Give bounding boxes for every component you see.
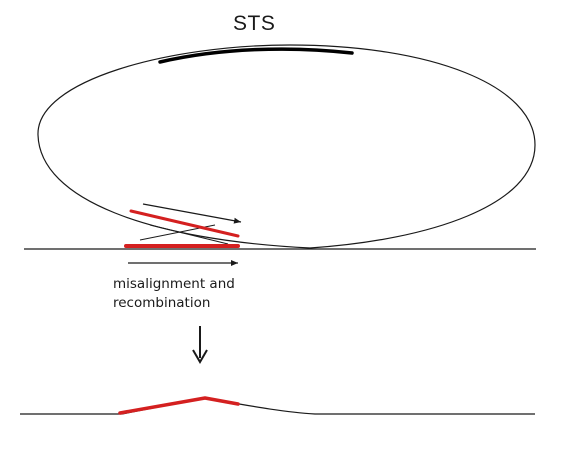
plasmid-repeat-segment <box>129 209 240 238</box>
result-repeat-segment <box>118 396 240 415</box>
result-chromosome <box>20 397 535 415</box>
plasmid-circle <box>37 44 536 249</box>
crossover-strand-2 <box>149 224 229 245</box>
caption-line-1: misalignment and <box>113 276 235 292</box>
caption-line-2: recombination <box>113 295 211 311</box>
sts-region <box>158 47 354 64</box>
caption: misalignment and recombination <box>113 275 235 313</box>
result-arrow-icon <box>192 349 208 364</box>
plasmid-direction-arrow <box>142 203 242 224</box>
sts-label: STS <box>233 12 276 35</box>
